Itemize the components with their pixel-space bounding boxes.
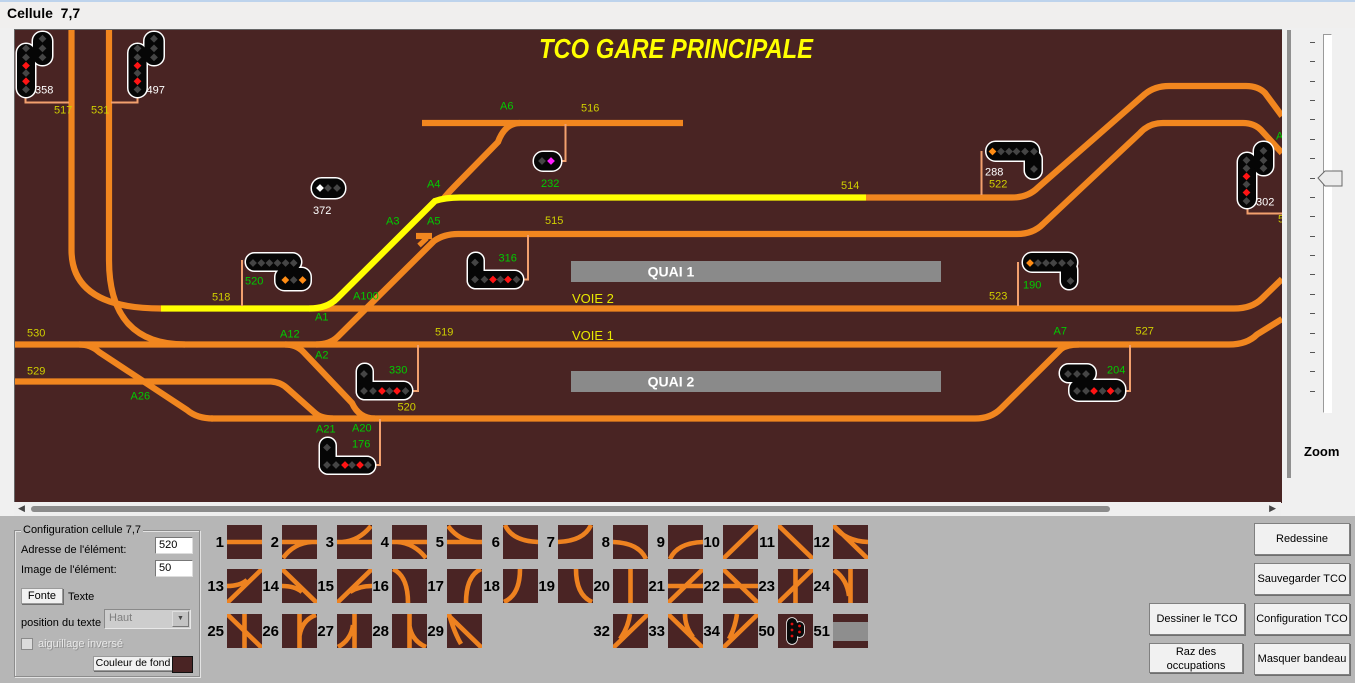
svg-text:QUAI 1: QUAI 1 [648,264,695,280]
svg-text:A6: A6 [500,101,513,113]
svg-text:A20: A20 [352,423,372,435]
svg-text:530: 530 [27,328,45,340]
svg-text:A2: A2 [315,350,328,362]
svg-text:204: 204 [1107,365,1125,377]
svg-text:514: 514 [841,180,859,192]
svg-text:520: 520 [245,276,263,288]
svg-text:517: 517 [54,105,72,117]
svg-text:519: 519 [435,327,453,339]
svg-text:515: 515 [545,215,563,227]
svg-text:232: 232 [541,178,559,190]
svg-text:529: 529 [27,366,45,378]
svg-text:A26: A26 [131,391,151,403]
svg-text:A3: A3 [386,216,399,228]
svg-text:176: 176 [352,439,370,451]
svg-text:A1: A1 [315,312,328,324]
svg-text:497: 497 [147,85,165,97]
svg-text:288: 288 [985,167,1003,179]
svg-text:VOIE 2: VOIE 2 [572,291,614,306]
svg-text:A12: A12 [280,329,300,341]
svg-text:A7: A7 [1054,326,1067,338]
svg-text:302: 302 [1256,197,1274,209]
svg-text:316: 316 [499,253,517,265]
svg-text:A100: A100 [353,291,379,303]
svg-text:372: 372 [313,205,331,217]
svg-text:A21: A21 [316,424,336,436]
svg-text:330: 330 [389,365,407,377]
svg-text:A4: A4 [427,179,440,191]
svg-text:5: 5 [1278,214,1282,226]
svg-text:516: 516 [581,103,599,115]
svg-text:VOIE 1: VOIE 1 [572,328,614,343]
svg-text:A5: A5 [427,216,440,228]
svg-text:TCO GARE PRINCIPALE: TCO GARE PRINCIPALE [539,33,814,64]
svg-text:520: 520 [398,402,416,414]
svg-text:518: 518 [212,292,230,304]
svg-text:QUAI 2: QUAI 2 [648,374,695,390]
svg-text:522: 522 [989,179,1007,191]
svg-text:523: 523 [989,291,1007,303]
svg-text:190: 190 [1023,280,1041,292]
svg-text:527: 527 [1136,326,1154,338]
svg-text:531: 531 [91,105,109,117]
svg-text:A: A [1276,131,1282,143]
svg-text:358: 358 [35,85,53,97]
